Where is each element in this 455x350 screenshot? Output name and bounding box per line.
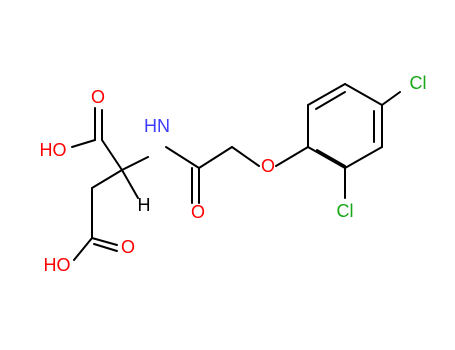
atom-chlorine-bottom: Cl xyxy=(337,201,354,221)
atom-label-layer: O HO HN H O O Cl Cl O HO xyxy=(40,73,427,275)
atom-oxygen-ether: O xyxy=(261,156,275,176)
atom-hydroxyl-lower: HO xyxy=(44,255,71,275)
atom-chlorine-top: Cl xyxy=(410,73,427,93)
bond-ring-3 xyxy=(344,83,383,106)
bond-alpha-to-n xyxy=(121,156,149,171)
bond-ring-5 xyxy=(344,146,383,169)
atom-nitrogen-amine: HN xyxy=(144,116,170,136)
bond-ring-to-cl-top xyxy=(381,91,401,106)
bond-ring-2 xyxy=(307,83,346,106)
bond-carboxyl-to-alpha xyxy=(101,139,123,171)
bond-upper-carboxyl-c-oh xyxy=(71,139,96,148)
bond-lower-carboxyl-c-o-double-1 xyxy=(91,237,118,246)
bond-alpha-to-h xyxy=(121,169,139,199)
bond-n-to-amide-c xyxy=(165,146,200,169)
atom-hydrogen-alpha: H xyxy=(138,195,151,215)
bond-ring-6 xyxy=(307,146,346,169)
bond-amide-c-to-ch2 xyxy=(198,146,233,169)
atom-oxygen-upper-carbonyl: O xyxy=(91,87,105,107)
bond-lower-carboxyl-c-o-double-2 xyxy=(93,243,118,252)
bond-alpha-to-ch2 xyxy=(91,169,123,189)
atom-oxygen-amide-carbonyl: O xyxy=(191,202,205,222)
bond-ch2-to-o xyxy=(231,146,260,167)
bond-ring-inner-1 xyxy=(315,91,346,110)
bond-o-to-aryl xyxy=(275,146,309,167)
atom-hydroxyl-upper: HO xyxy=(40,140,67,160)
bond-lower-carboxyl-c-oh xyxy=(73,237,93,261)
bond-layer xyxy=(71,83,401,261)
atom-oxygen-lower-carbonyl: O xyxy=(121,237,135,257)
bond-ring-inner-3 xyxy=(316,149,346,167)
